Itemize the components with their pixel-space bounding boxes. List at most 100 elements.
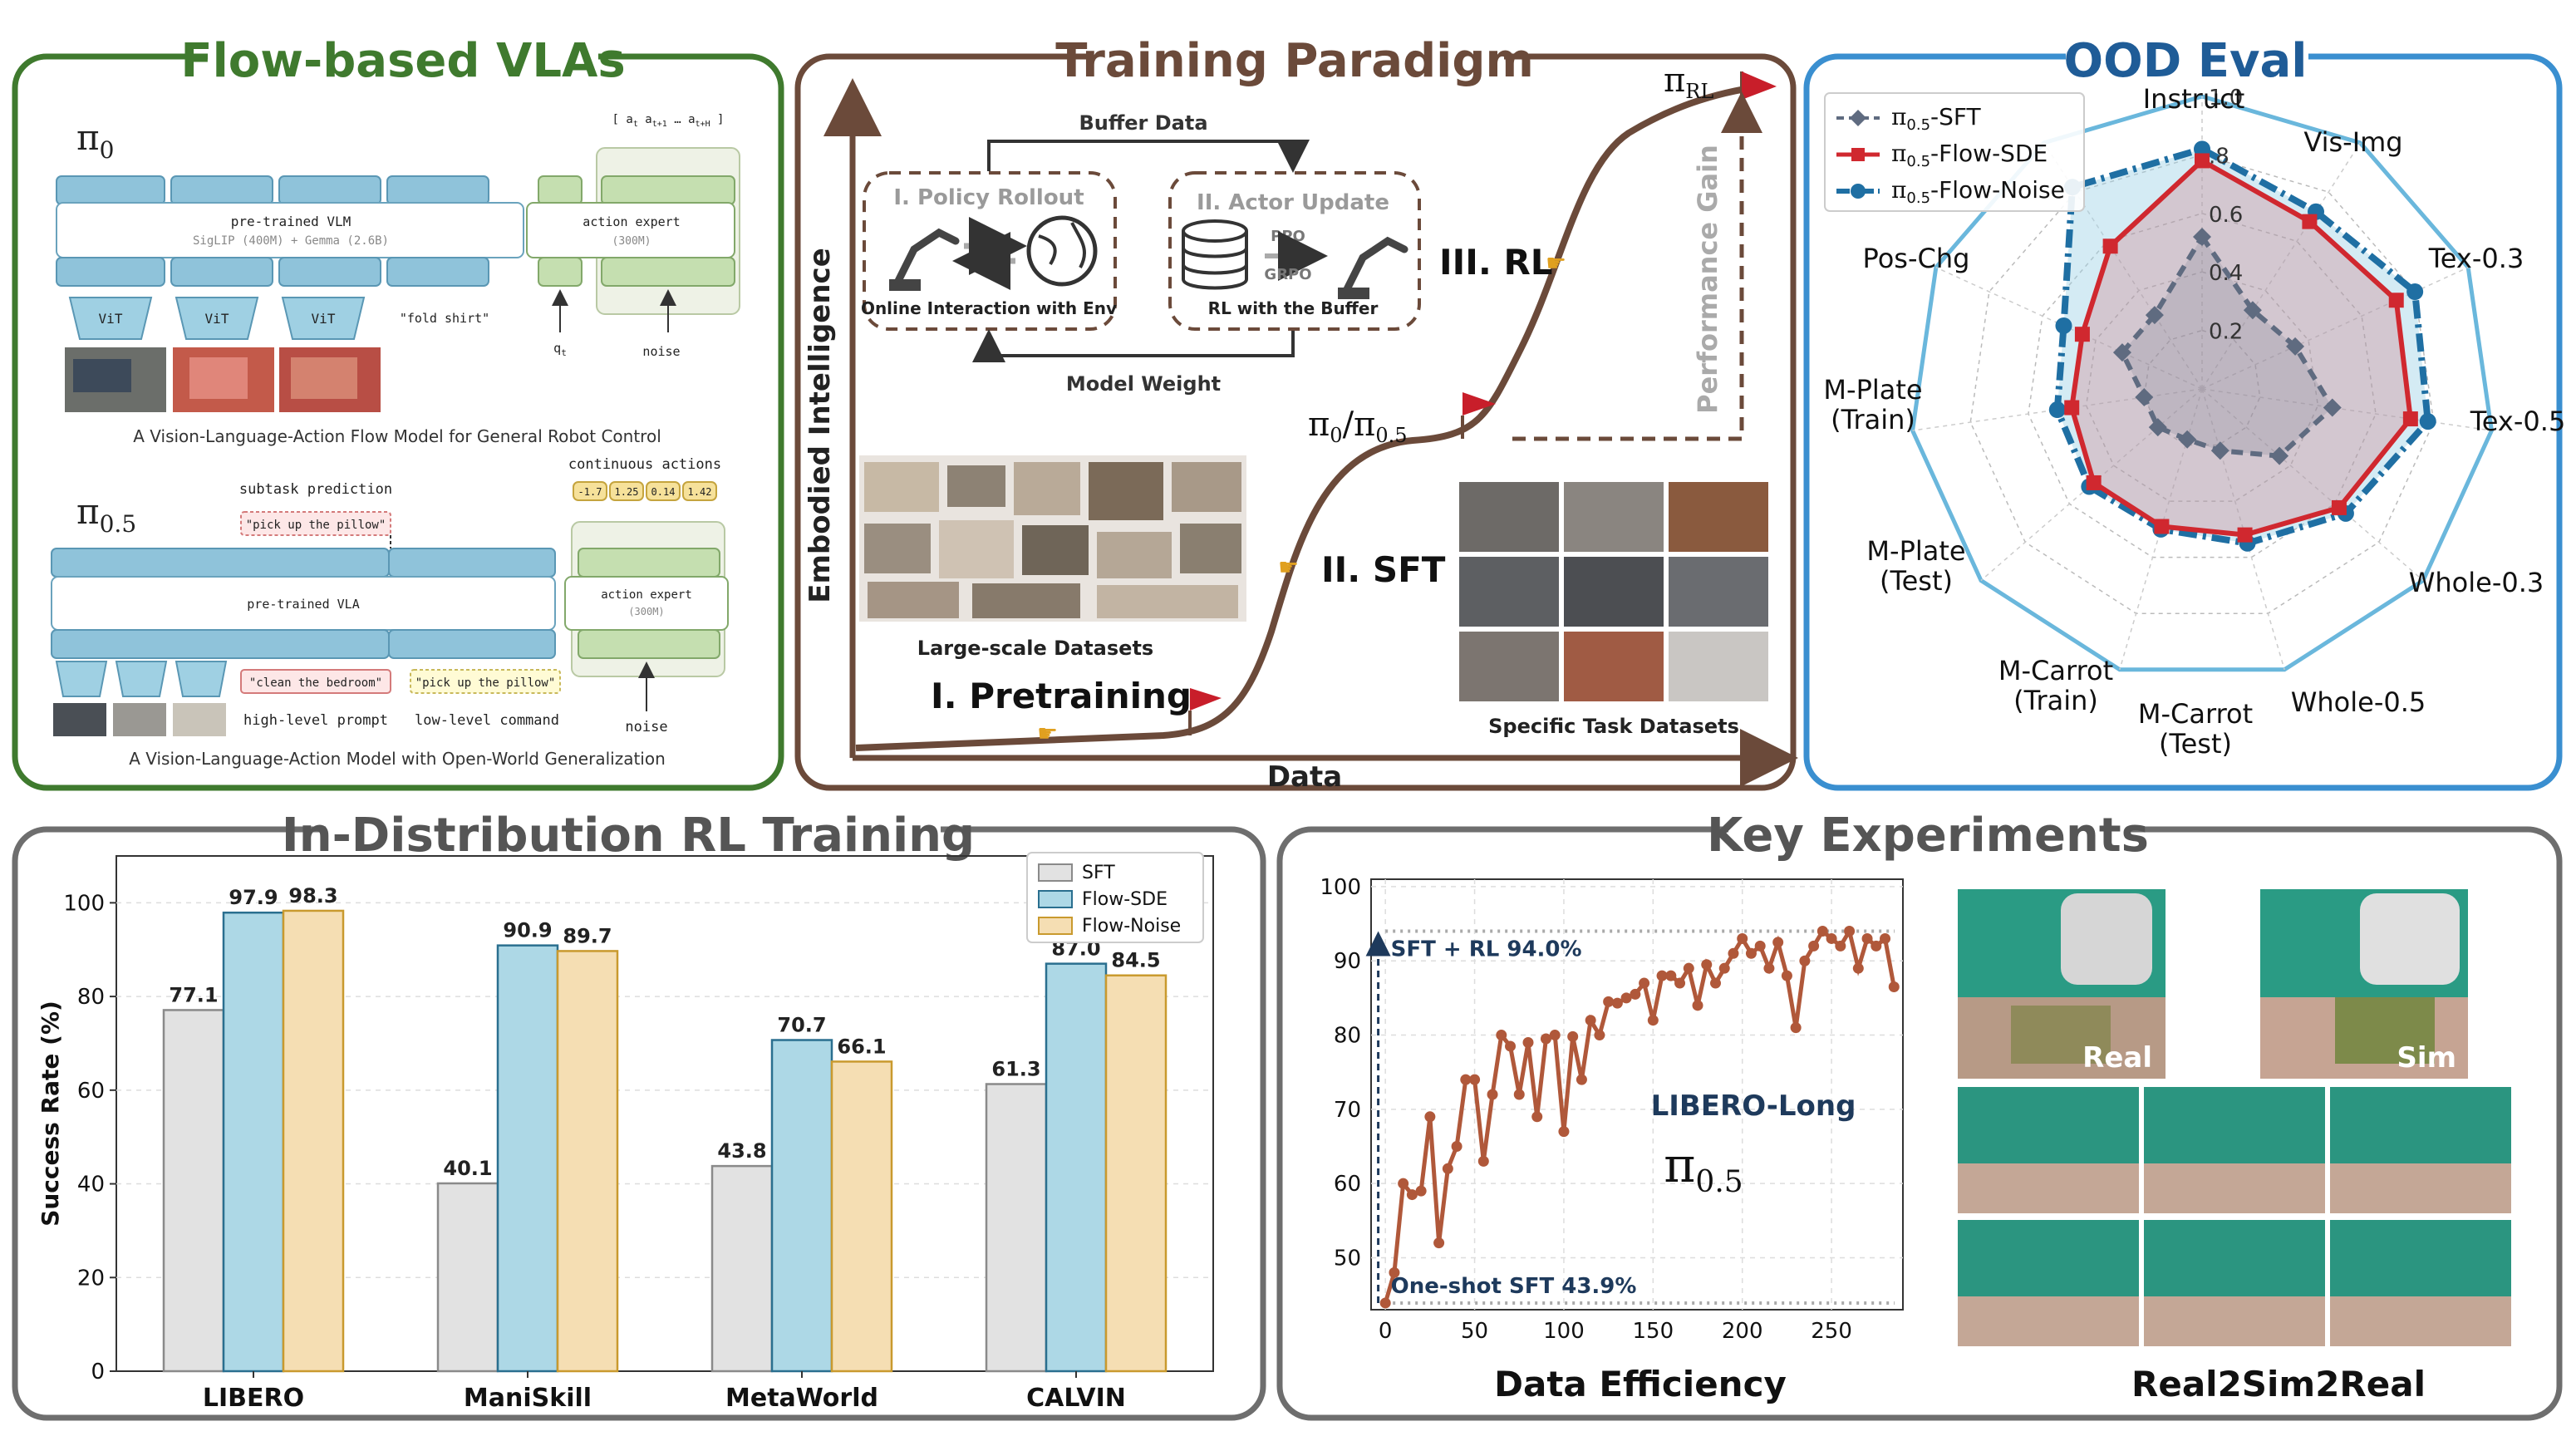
line-point-55 xyxy=(1871,940,1882,952)
bar-xtick-label-2: MetaWorld xyxy=(725,1384,878,1413)
legend-marker-noise xyxy=(1851,184,1866,199)
line-point-47 xyxy=(1799,955,1811,966)
bar-legend-label-0: SFT xyxy=(1082,863,1115,883)
line-point-37 xyxy=(1709,977,1721,989)
line-point-53 xyxy=(1852,962,1864,974)
line-point-52 xyxy=(1844,926,1856,937)
radar-point-s1-1 xyxy=(2302,214,2318,229)
radar-axis-labels: 0.20.40.6.81.0InstructVis-ImgTex-0.3Tex-… xyxy=(1823,83,2565,760)
svg-text:0.14: 0.14 xyxy=(651,486,676,498)
pi05-action-values: -1.7 1.25 0.14 1.42 xyxy=(573,481,717,501)
bar-ytick-label-0: 0 xyxy=(91,1360,105,1384)
bar-3-0 xyxy=(985,1083,1048,1373)
line-point-29 xyxy=(1639,977,1650,989)
radar-point-s0-9 xyxy=(2112,343,2131,362)
legend-label-sde: π0.5-Flow-SDE xyxy=(1891,140,2048,170)
line-point-46 xyxy=(1790,1022,1802,1034)
pi0-camera-images xyxy=(65,347,381,412)
radar-point-s0-0 xyxy=(2193,227,2211,246)
bar-1-1 xyxy=(496,944,559,1373)
exchange-arrows-icon xyxy=(952,217,1027,290)
pi05-high-level-cmd: "clean the bedroom" xyxy=(249,676,382,690)
svg-text:action expert: action expert xyxy=(583,214,680,229)
line-point-9 xyxy=(1460,1074,1472,1085)
pi0-label: π0 xyxy=(76,117,114,164)
line-xtick-label-3: 150 xyxy=(1633,1319,1674,1344)
line-point-34 xyxy=(1683,962,1694,974)
radar-point-s1-10 xyxy=(2102,239,2118,254)
ppo-label: PPO xyxy=(1271,228,1305,245)
pi0-vlm-sub: SigLIP (400M) + Gemma (2.6B) xyxy=(193,234,389,248)
robot-arm-icon-2 xyxy=(1338,236,1408,299)
svg-text:1.25: 1.25 xyxy=(615,486,639,498)
pi0-vlm-box xyxy=(56,202,524,258)
line-label-bottom: One-shot SFT 43.9% xyxy=(1391,1274,1637,1299)
real2sim-caption: Real2Sim2Real xyxy=(2131,1364,2426,1404)
radar-point-s1-9 xyxy=(2074,327,2090,342)
pi05-continuous-actions: continuous actions xyxy=(568,456,721,473)
x-axis-label: Data xyxy=(1267,760,1342,794)
pi05-subtask-text: "pick up the pillow" xyxy=(246,519,386,532)
radar-spoke-6 xyxy=(2119,388,2203,670)
bar-plot-frame xyxy=(116,855,1214,1372)
radar-spoke-8 xyxy=(1912,388,2203,431)
svg-text:-1.7: -1.7 xyxy=(578,486,602,498)
flag-icon-pretrain xyxy=(1188,688,1222,735)
bar-xtick-label-0: LIBERO xyxy=(203,1384,304,1413)
database-icon xyxy=(1182,219,1248,290)
line-point-33 xyxy=(1674,977,1686,989)
bar-1-0 xyxy=(436,1182,499,1373)
pointer-hand-icon-2: ☛ xyxy=(1278,553,1299,581)
radar-point-s1-6 xyxy=(2154,519,2170,534)
policy-rollout-title: I. Policy Rollout xyxy=(893,185,1084,210)
line-point-10 xyxy=(1469,1074,1481,1085)
y-axis-label: Embodied Intelligence xyxy=(804,248,837,603)
line-point-27 xyxy=(1620,992,1632,1004)
radar-spoke-2 xyxy=(2201,267,2469,390)
line-point-38 xyxy=(1718,962,1730,974)
line-point-17 xyxy=(1531,1111,1543,1123)
line-point-25 xyxy=(1603,996,1615,1007)
pi05-token-row-top xyxy=(51,548,720,578)
bar-1-2 xyxy=(556,950,619,1373)
pi05-action-expert-box xyxy=(564,576,729,631)
radar-ring-0 xyxy=(2143,329,2261,446)
sim-label: Sim xyxy=(2397,1041,2456,1075)
line-xtick-label-2: 100 xyxy=(1543,1319,1585,1344)
line-point-23 xyxy=(1585,1015,1596,1026)
line-point-12 xyxy=(1487,1089,1498,1100)
pi0-vlm-title: pre-trained VLM xyxy=(231,214,351,229)
radar-point-s0-8 xyxy=(2135,388,2154,407)
radial-tick-1: 0.4 xyxy=(2209,261,2243,286)
svg-text:1.42: 1.42 xyxy=(688,486,712,498)
radar-axis-label-9: M-Plate(Train) xyxy=(1823,374,1922,435)
specific-datasets-label: Specific Task Datasets xyxy=(1488,715,1739,738)
line-plot-frame xyxy=(1370,878,1904,1311)
svg-text:qt: qt xyxy=(553,341,567,358)
radar-series xyxy=(2048,140,2436,552)
pi05-subtask-prediction: subtask prediction xyxy=(239,481,392,498)
model-weight-arrow xyxy=(972,329,1295,362)
radar-point-s1-7 xyxy=(2086,475,2102,490)
policy-rollout-sub: Online Interaction with Env xyxy=(861,298,1117,318)
bar-value-label-2-2: 66.1 xyxy=(837,1035,886,1058)
pi-rl-label: πRL xyxy=(1664,61,1713,103)
line-point-39 xyxy=(1728,947,1739,959)
radar-point-s1-0 xyxy=(2195,153,2210,169)
globe-icon xyxy=(1026,215,1098,287)
bar-2-0 xyxy=(710,1164,774,1373)
svg-text:noise: noise xyxy=(642,344,680,359)
pi0-vit-blocks: ViT ViT ViT xyxy=(68,297,366,340)
bar-ytick-label-2: 40 xyxy=(77,1173,105,1198)
line-point-14 xyxy=(1505,1040,1517,1052)
line-point-22 xyxy=(1576,1074,1587,1085)
line-point-24 xyxy=(1594,1030,1605,1041)
specific-task-datasets-grid xyxy=(1459,482,1768,701)
radar-axis-label-0: Instruct xyxy=(2143,83,2245,115)
bar-0-0 xyxy=(162,1009,225,1373)
bar-3-1 xyxy=(1045,962,1108,1373)
pointer-hand-icon-3: ☛ xyxy=(1546,249,1566,277)
flag-icon-sft xyxy=(1461,392,1496,439)
legend-label-noise: π0.5-Flow-Noise xyxy=(1891,176,2065,207)
